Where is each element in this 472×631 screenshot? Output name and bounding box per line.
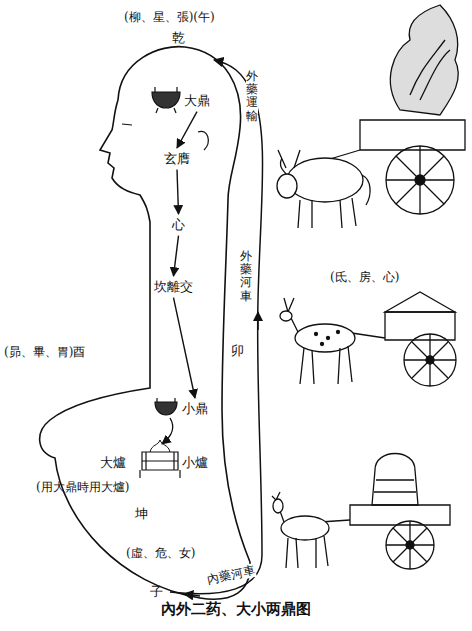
label-text: (用大鼎時用大爐) [36, 480, 129, 494]
river-arrow [257, 312, 259, 330]
deer-cart [280, 292, 456, 386]
label-text: (柳、星、張)(午) [124, 10, 215, 24]
river-path [170, 60, 263, 594]
human-figure [40, 47, 250, 600]
label-text: (昴、畢、胃)酉 [4, 345, 85, 359]
label-text: 內藥河車 [205, 563, 257, 587]
label-text: 子 [150, 584, 163, 600]
node-text: 心 [172, 217, 185, 233]
label-text: (氐、房、心) [330, 270, 399, 284]
cauldron-icon [152, 87, 180, 113]
flow-node: 玄膺 [162, 150, 192, 168]
label-text: 乾 [172, 30, 185, 46]
label-text: 大爐 [100, 455, 126, 471]
flow-arrow [177, 170, 179, 214]
cauldron-icon [155, 398, 177, 415]
flow-node: 小鼎 [180, 400, 210, 418]
furnace-icon [140, 440, 180, 478]
goat-cart [272, 454, 450, 570]
node-text: 大鼎 [184, 93, 210, 109]
node-text: 玄膺 [164, 151, 190, 167]
node-text: 小鼎 [182, 401, 208, 417]
flow-node: 心 [170, 216, 187, 234]
caption: 內外二药、大小两鼎图 [161, 600, 311, 619]
river-arrow [184, 594, 200, 596]
label-text: 卯 [231, 343, 244, 359]
flow-arrow [174, 236, 179, 276]
label-text: 小爐 [182, 455, 208, 471]
flow-node: 大鼎 [182, 92, 212, 110]
flow-node: 坎離交 [152, 278, 195, 296]
flow-arrow [177, 112, 197, 148]
ox-cart [277, 5, 465, 228]
node-text: 坎離交 [154, 279, 193, 295]
label-text: 外藥河車 [240, 250, 252, 303]
flow-arrow [174, 298, 196, 398]
flow-arrow [162, 418, 173, 444]
label-text: 坤 [135, 506, 148, 522]
label-text: 外藥運輸 [246, 70, 258, 123]
label-text: (虛、危、女) [126, 546, 195, 560]
